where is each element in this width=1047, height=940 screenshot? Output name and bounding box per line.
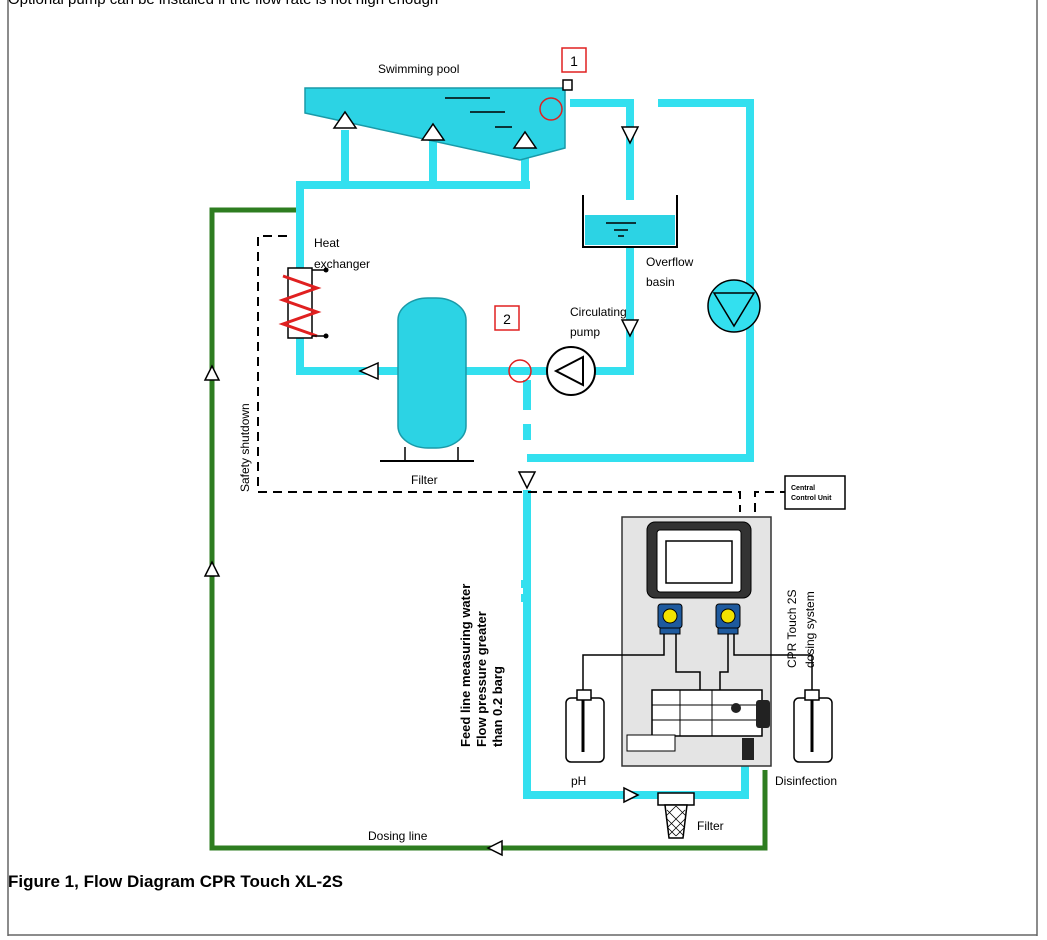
pool-inlet-arrows [332, 110, 538, 149]
dosing-line-arrows [203, 364, 503, 857]
circulating-pump: Circulating pump [546, 305, 627, 396]
small-filter: Filter [657, 792, 724, 839]
panel-label-plate [626, 734, 676, 752]
disinfection-canister: Disinfection [775, 689, 837, 788]
marker-2: 2 [494, 305, 532, 383]
label-dosing-line: Dosing line [368, 829, 428, 843]
label-swimming-pool: Swimming pool [378, 62, 459, 76]
peristaltic-pump-disinfection [715, 603, 741, 635]
optional-pump [707, 279, 761, 333]
label-filter-main: Filter [411, 473, 438, 487]
feed-line-label: Feed line measuring water Flow pressure … [458, 584, 505, 747]
label-heat-exchanger-2: exchanger [314, 257, 370, 271]
label-heat-exchanger-1: Heat [314, 236, 340, 250]
top-note-text: Optional pump can be installed if the fl… [8, 0, 438, 8]
label-central-control-1: Central [791, 485, 815, 492]
flow-arrow-left [358, 361, 379, 381]
label-feed-line-2: Flow pressure greater [474, 611, 489, 747]
overflow-basin: Overflow basin [582, 195, 694, 289]
label-overflow-basin-1: Overflow [646, 255, 694, 269]
label-dosing-system-2: dosing system [803, 591, 817, 668]
dosing-system-label: CPR Touch 2S dosing system [785, 590, 817, 669]
label-ph: pH [571, 774, 586, 788]
label-central-control-2: Control Unit [791, 495, 832, 502]
figure-caption: Figure 1, Flow Diagram CPR Touch XL-2S [8, 872, 344, 891]
suction-lines [582, 634, 813, 690]
label-feed-line-3: than 0.2 barg [490, 666, 505, 747]
heat-exchanger: Heat exchanger [278, 236, 370, 339]
marker-1-label: 1 [570, 53, 578, 69]
figure-frame [7, 0, 1038, 936]
flow-arrows-down [517, 126, 640, 490]
flow-arrow-right [623, 786, 640, 804]
label-circulating-pump-1: Circulating [570, 305, 627, 319]
safety-shutdown-line [257, 235, 785, 512]
measuring-cell [651, 689, 770, 760]
label-safety-shutdown: Safety shutdown [238, 403, 252, 492]
filter-tank: Filter [380, 297, 474, 487]
marker-1: 1 [539, 47, 587, 121]
marker-2-label: 2 [503, 311, 511, 327]
label-disinfection: Disinfection [775, 774, 837, 788]
label-dosing-system-1: CPR Touch 2S [785, 590, 799, 669]
swimming-pool: Swimming pool [304, 62, 573, 161]
ph-canister: pH [565, 689, 605, 788]
central-control-unit: Central Control Unit [784, 475, 846, 510]
label-overflow-basin-2: basin [646, 275, 675, 289]
dosing-line-pipe [209, 207, 768, 851]
label-circulating-pump-2: pump [570, 325, 600, 339]
label-feed-line-1: Feed line measuring water [458, 584, 473, 747]
label-filter-small: Filter [697, 819, 724, 833]
peristaltic-pump-ph [657, 603, 683, 635]
